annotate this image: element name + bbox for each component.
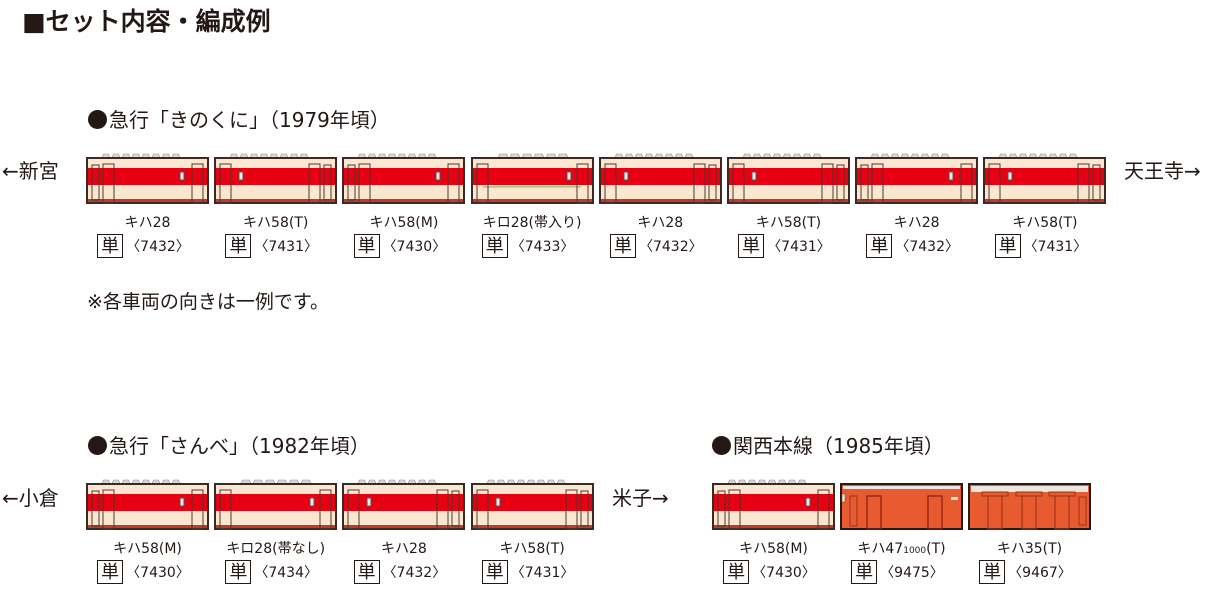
product-number: 〈7432〉 [638,239,703,255]
car-model-label: キハ28 [893,215,940,231]
section-heading-kinokuni: 急行「きのくに」（1979年頃） [88,104,390,133]
car-model-label: キロ28(帯なし) [226,541,326,557]
product-code: 単〈7431〉 [979,232,1102,260]
product-number: 〈7432〉 [126,239,190,255]
train-car-kiha28 [855,150,979,206]
left-destination: ←小倉 [2,486,59,510]
product-number: 〈7431〉 [1023,239,1088,255]
car-model-label: キハ28 [124,215,171,231]
product-number: 〈7433〉 [510,239,575,255]
product-code: 単〈9467〉 [964,558,1087,586]
single-unit-badge: 単 [723,560,750,584]
product-code: 単〈9475〉 [836,558,959,586]
train-car-kiha58 [342,150,466,206]
product-code: 単〈7430〉 [338,232,461,260]
product-code: 単〈7432〉 [338,558,461,586]
bullet-icon [88,436,107,455]
bullet-icon [88,110,107,129]
train-car-kiha58 [86,476,209,532]
car-model-label: キハ58(M) [369,215,439,231]
left-destination: ←新宮 [2,159,59,183]
train-car-kiha35 [968,476,1091,532]
single-unit-badge: 単 [225,560,252,584]
train-car-kiha58 [727,150,850,206]
product-code: 単〈7432〉 [82,232,205,260]
train-car-kiha58 [214,150,338,206]
car-model-label: キハ58(M) [739,541,808,557]
car-model-label: キロ28(帯入り) [482,215,582,231]
single-unit-badge: 単 [994,234,1021,258]
product-code: 単〈7431〉 [723,232,846,260]
bullet-icon [712,436,731,455]
train-car-kiha28 [342,476,466,532]
section-heading-text: 関西本線（1985年頃） [733,434,944,458]
train-car-kiha28 [86,150,209,206]
product-number: 〈7430〉 [752,565,816,581]
single-unit-badge: 単 [97,560,124,584]
product-code: 単〈7434〉 [210,558,333,586]
single-unit-badge: 単 [225,234,252,258]
single-unit-badge: 単 [481,560,508,584]
single-unit-badge: 単 [353,560,380,584]
train-car-kiha47 [840,476,963,532]
car-model-label: キハ58(T) [1012,215,1078,231]
product-number: 〈7431〉 [254,239,318,255]
product-code: 単〈7431〉 [210,232,333,260]
single-unit-badge: 単 [738,234,765,258]
car-model-label: キハ58(T) [755,215,822,231]
product-code: 単〈7432〉 [851,232,974,260]
car-model-label: キハ28 [637,215,684,231]
product-code: 単〈7432〉 [595,232,718,260]
car-model-label: キハ28 [380,541,427,557]
car-model-label: キハ58(M) [113,541,182,557]
car-model-label: キハ471000(T) [857,541,946,557]
product-code: 単〈7430〉 [82,558,205,586]
train-car-kiro28band [470,150,594,206]
product-number: 〈9475〉 [880,565,944,581]
car-model-label: キハ35(T) [996,541,1063,557]
section-heading-text: 急行「さんべ」（1982年頃） [109,434,370,458]
product-number: 〈9467〉 [1008,565,1072,581]
car-model-label: キハ58(T) [243,215,309,231]
single-unit-badge: 単 [97,234,124,258]
section-heading-kansai-main-line: 関西本線（1985年頃） [712,430,944,459]
product-code: 単〈7433〉 [467,232,590,260]
product-code: 単〈7431〉 [467,558,590,586]
page-title: ■セット内容・編成例 [22,7,271,36]
single-unit-badge: 単 [609,234,636,258]
single-unit-badge: 単 [851,560,878,584]
train-car-kiro28 [214,476,338,532]
train-car-kiha28 [598,150,722,206]
product-number: 〈7431〉 [767,239,831,255]
single-unit-badge: 単 [481,234,508,258]
single-unit-badge: 単 [353,234,380,258]
left-destination: 米子→ [612,486,669,510]
product-number: 〈7432〉 [895,239,959,255]
train-car-kiha58 [983,150,1107,206]
car-model-label: キハ58(T) [499,541,565,557]
section-heading-text: 急行「きのくに」（1979年頃） [109,108,390,132]
section-heading-sanbe: 急行「さんべ」（1982年頃） [88,430,370,459]
product-number: 〈7434〉 [254,565,318,581]
single-unit-badge: 単 [979,560,1006,584]
orientation-note: ※各車両の向きは一例です。 [87,291,330,313]
product-number: 〈7431〉 [510,565,575,581]
product-code: 単〈7430〉 [708,558,831,586]
train-car-kiha58 [470,476,594,532]
product-number: 〈7432〉 [382,565,447,581]
train-car-kiha58 [712,476,835,532]
product-number: 〈7430〉 [382,239,447,255]
right-destination: 天王寺→ [1124,159,1201,183]
single-unit-badge: 単 [866,234,893,258]
product-number: 〈7430〉 [126,565,190,581]
